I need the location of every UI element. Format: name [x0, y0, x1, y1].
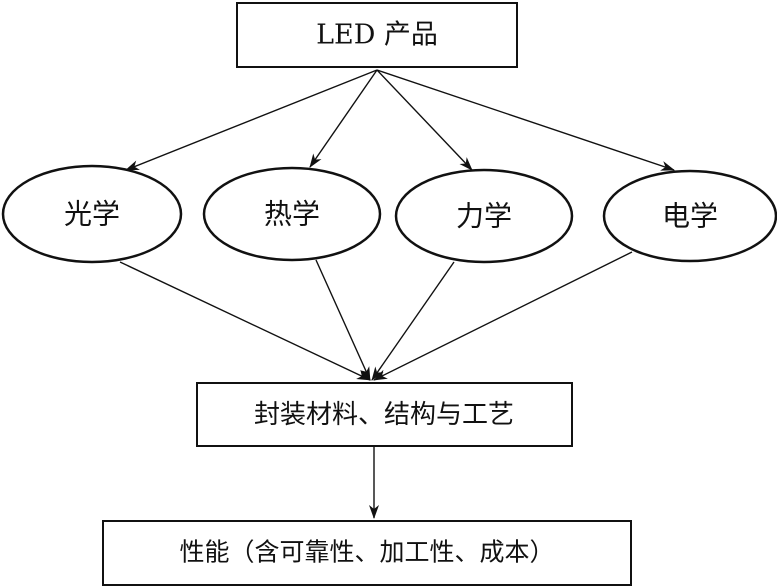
node-electrics-ellipse — [602, 169, 777, 263]
node-materials-structure-process: 封装材料、结构与工艺 — [196, 382, 573, 447]
node-materials-box — [196, 382, 573, 447]
node-mechanics: 力学 — [394, 168, 574, 264]
node-thermal-ellipse — [202, 166, 382, 262]
edge-top-to-mechanics — [376, 69, 473, 171]
node-performance-box — [102, 520, 632, 586]
node-thermal-label: 热学 — [264, 198, 320, 231]
edge-mechanics-to-middle — [371, 261, 455, 381]
edge-electrics-to-middle — [373, 251, 633, 381]
node-led-product: LED 产品 — [236, 2, 518, 68]
node-electrics-label: 电学 — [662, 200, 718, 233]
node-led-product-label: LED 产品 — [316, 20, 438, 51]
edge-optics-to-middle — [119, 261, 371, 381]
node-optics: 光学 — [1, 164, 183, 264]
node-mechanics-ellipse — [394, 168, 574, 264]
node-electrics: 电学 — [602, 169, 777, 263]
edges-group — [119, 69, 675, 519]
edge-top-to-thermal — [309, 69, 378, 168]
node-optics-label: 光学 — [64, 198, 120, 231]
node-performance-label: 性能（含可靠性、加工性、成本） — [179, 538, 554, 567]
edge-top-to-electrics — [376, 69, 675, 171]
node-mechanics-label: 力学 — [456, 200, 512, 233]
node-performance: 性能（含可靠性、加工性、成本） — [102, 520, 632, 586]
node-led-product-box — [236, 2, 518, 68]
edge-top-to-optics — [125, 69, 378, 171]
node-materials-label: 封装材料、结构与工艺 — [254, 400, 514, 430]
node-optics-ellipse — [1, 164, 183, 264]
node-thermal: 热学 — [202, 166, 382, 262]
edge-thermal-to-middle — [315, 259, 371, 381]
